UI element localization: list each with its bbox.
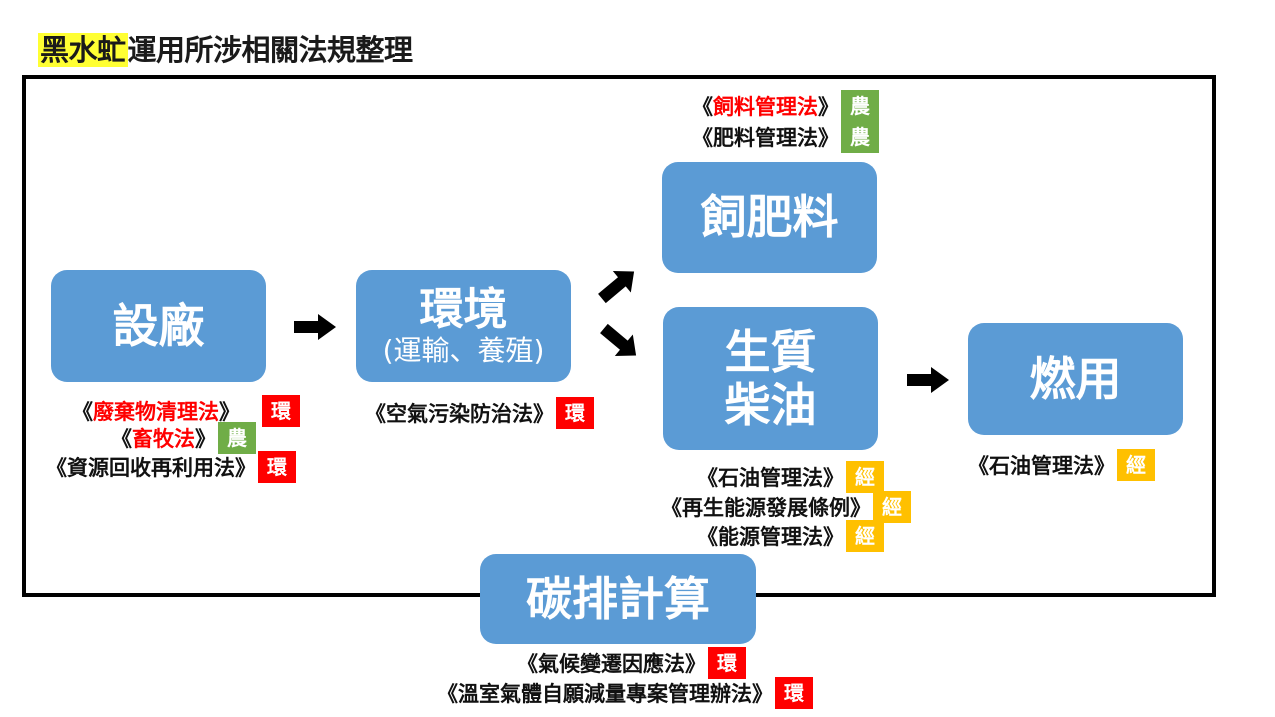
node-carbon-label: 碳排計算 [526,571,710,626]
ministry-badge-env: 環 [258,451,296,483]
law-bracket: 《 [365,402,386,426]
node-environment-label: 環境 [419,283,508,335]
law-bracket: 《 [437,682,458,706]
law-name: 飼料管理法 [713,95,818,119]
law-bracket: 《 [697,466,718,490]
node-environment-sub: (運輸、養殖) [382,334,545,368]
law-item: 《石油管理法》 經 [697,461,884,493]
law-bracket: 《 [692,126,713,150]
law-item: 《氣候變遷因應法》 環 [517,647,746,679]
law-item: 《資源回收再利用法》 環 [46,451,296,483]
node-plant: 設廠 [51,270,266,382]
law-name: 氣候變遷因應法 [538,652,685,676]
law-name: 廢棄物清理法 [93,400,219,424]
law-bracket: 《 [697,525,718,549]
ministry-badge-agr: 農 [841,121,879,153]
law-bracket: 》 [818,95,839,119]
law-bracket: 》 [850,496,871,520]
law-bracket: 》 [235,456,256,480]
ministry-badge-eco: 經 [846,520,884,552]
node-fuel-use: 燃用 [968,323,1183,435]
law-item: 《畜牧法》 農 [111,422,256,454]
law-bracket: 》 [685,652,706,676]
ministry-badge-eco: 經 [873,491,911,523]
ministry-badge-env: 環 [708,647,746,679]
law-item: 《廢棄物清理法》 環 [72,395,300,427]
law-name: 溫室氣體自願減量專案管理辦法 [458,682,752,706]
law-name: 石油管理法 [989,454,1094,478]
law-item: 《再生能源發展條例》 經 [661,491,911,523]
law-bracket: 《 [968,454,989,478]
node-biodiesel-line1: 生質 [724,324,817,379]
law-bracket: 》 [219,400,240,424]
law-name: 空氣污染防治法 [386,402,533,426]
law-bracket: 《 [111,427,132,451]
law-bracket: 《 [517,652,538,676]
node-environment: 環境 (運輸、養殖) [356,270,571,382]
ministry-badge-agr: 農 [841,90,879,122]
page-title: 黑水虻運用所涉相關法規整理 [38,30,413,70]
law-item: 《石油管理法》 經 [968,449,1155,481]
ministry-badge-agr: 農 [218,422,256,454]
law-item: 《肥料管理法》 農 [692,121,879,153]
ministry-badge-env: 環 [556,397,594,429]
law-name: 石油管理法 [718,466,823,490]
node-feed-label: 飼肥料 [700,190,839,245]
law-bracket: 》 [823,525,844,549]
law-bracket: 《 [46,456,67,480]
law-item: 《空氣污染防治法》 環 [365,397,594,429]
node-plant-label: 設廠 [112,298,205,353]
law-name: 資源回收再利用法 [67,456,235,480]
law-name: 畜牧法 [132,427,195,451]
law-name: 能源管理法 [718,525,823,549]
arrow-right-icon [907,367,949,393]
law-bracket: 》 [823,466,844,490]
ministry-badge-eco: 經 [846,461,884,493]
law-bracket: 《 [661,496,682,520]
law-bracket: 》 [818,126,839,150]
ministry-badge-env: 環 [262,395,300,427]
node-carbon-calculation: 碳排計算 [480,554,756,644]
law-bracket: 》 [533,402,554,426]
law-item: 《溫室氣體自願減量專案管理辦法》 環 [437,677,813,709]
law-name: 肥料管理法 [713,126,818,150]
law-bracket: 《 [692,95,713,119]
law-bracket: 》 [752,682,773,706]
law-name: 再生能源發展條例 [682,496,850,520]
arrow-up-right-icon [598,271,635,304]
node-fuel-label: 燃用 [1029,351,1122,406]
law-item: 《飼料管理法》 農 [692,90,879,122]
law-item: 《能源管理法》 經 [697,520,884,552]
arrow-down-right-icon [600,323,637,356]
title-rest: 運用所涉相關法規整理 [127,33,414,67]
law-bracket: 》 [195,427,216,451]
law-bracket: 《 [72,400,93,424]
node-biodiesel-line2: 柴油 [724,377,817,432]
ministry-badge-env: 環 [775,677,813,709]
arrow-right-icon [294,314,336,340]
ministry-badge-eco: 經 [1117,449,1155,481]
node-feed-fertilizer: 飼肥料 [662,162,877,273]
node-biodiesel: 生質 柴油 [663,307,878,450]
law-bracket: 》 [1094,454,1115,478]
title-highlight: 黑水虻 [38,33,128,67]
